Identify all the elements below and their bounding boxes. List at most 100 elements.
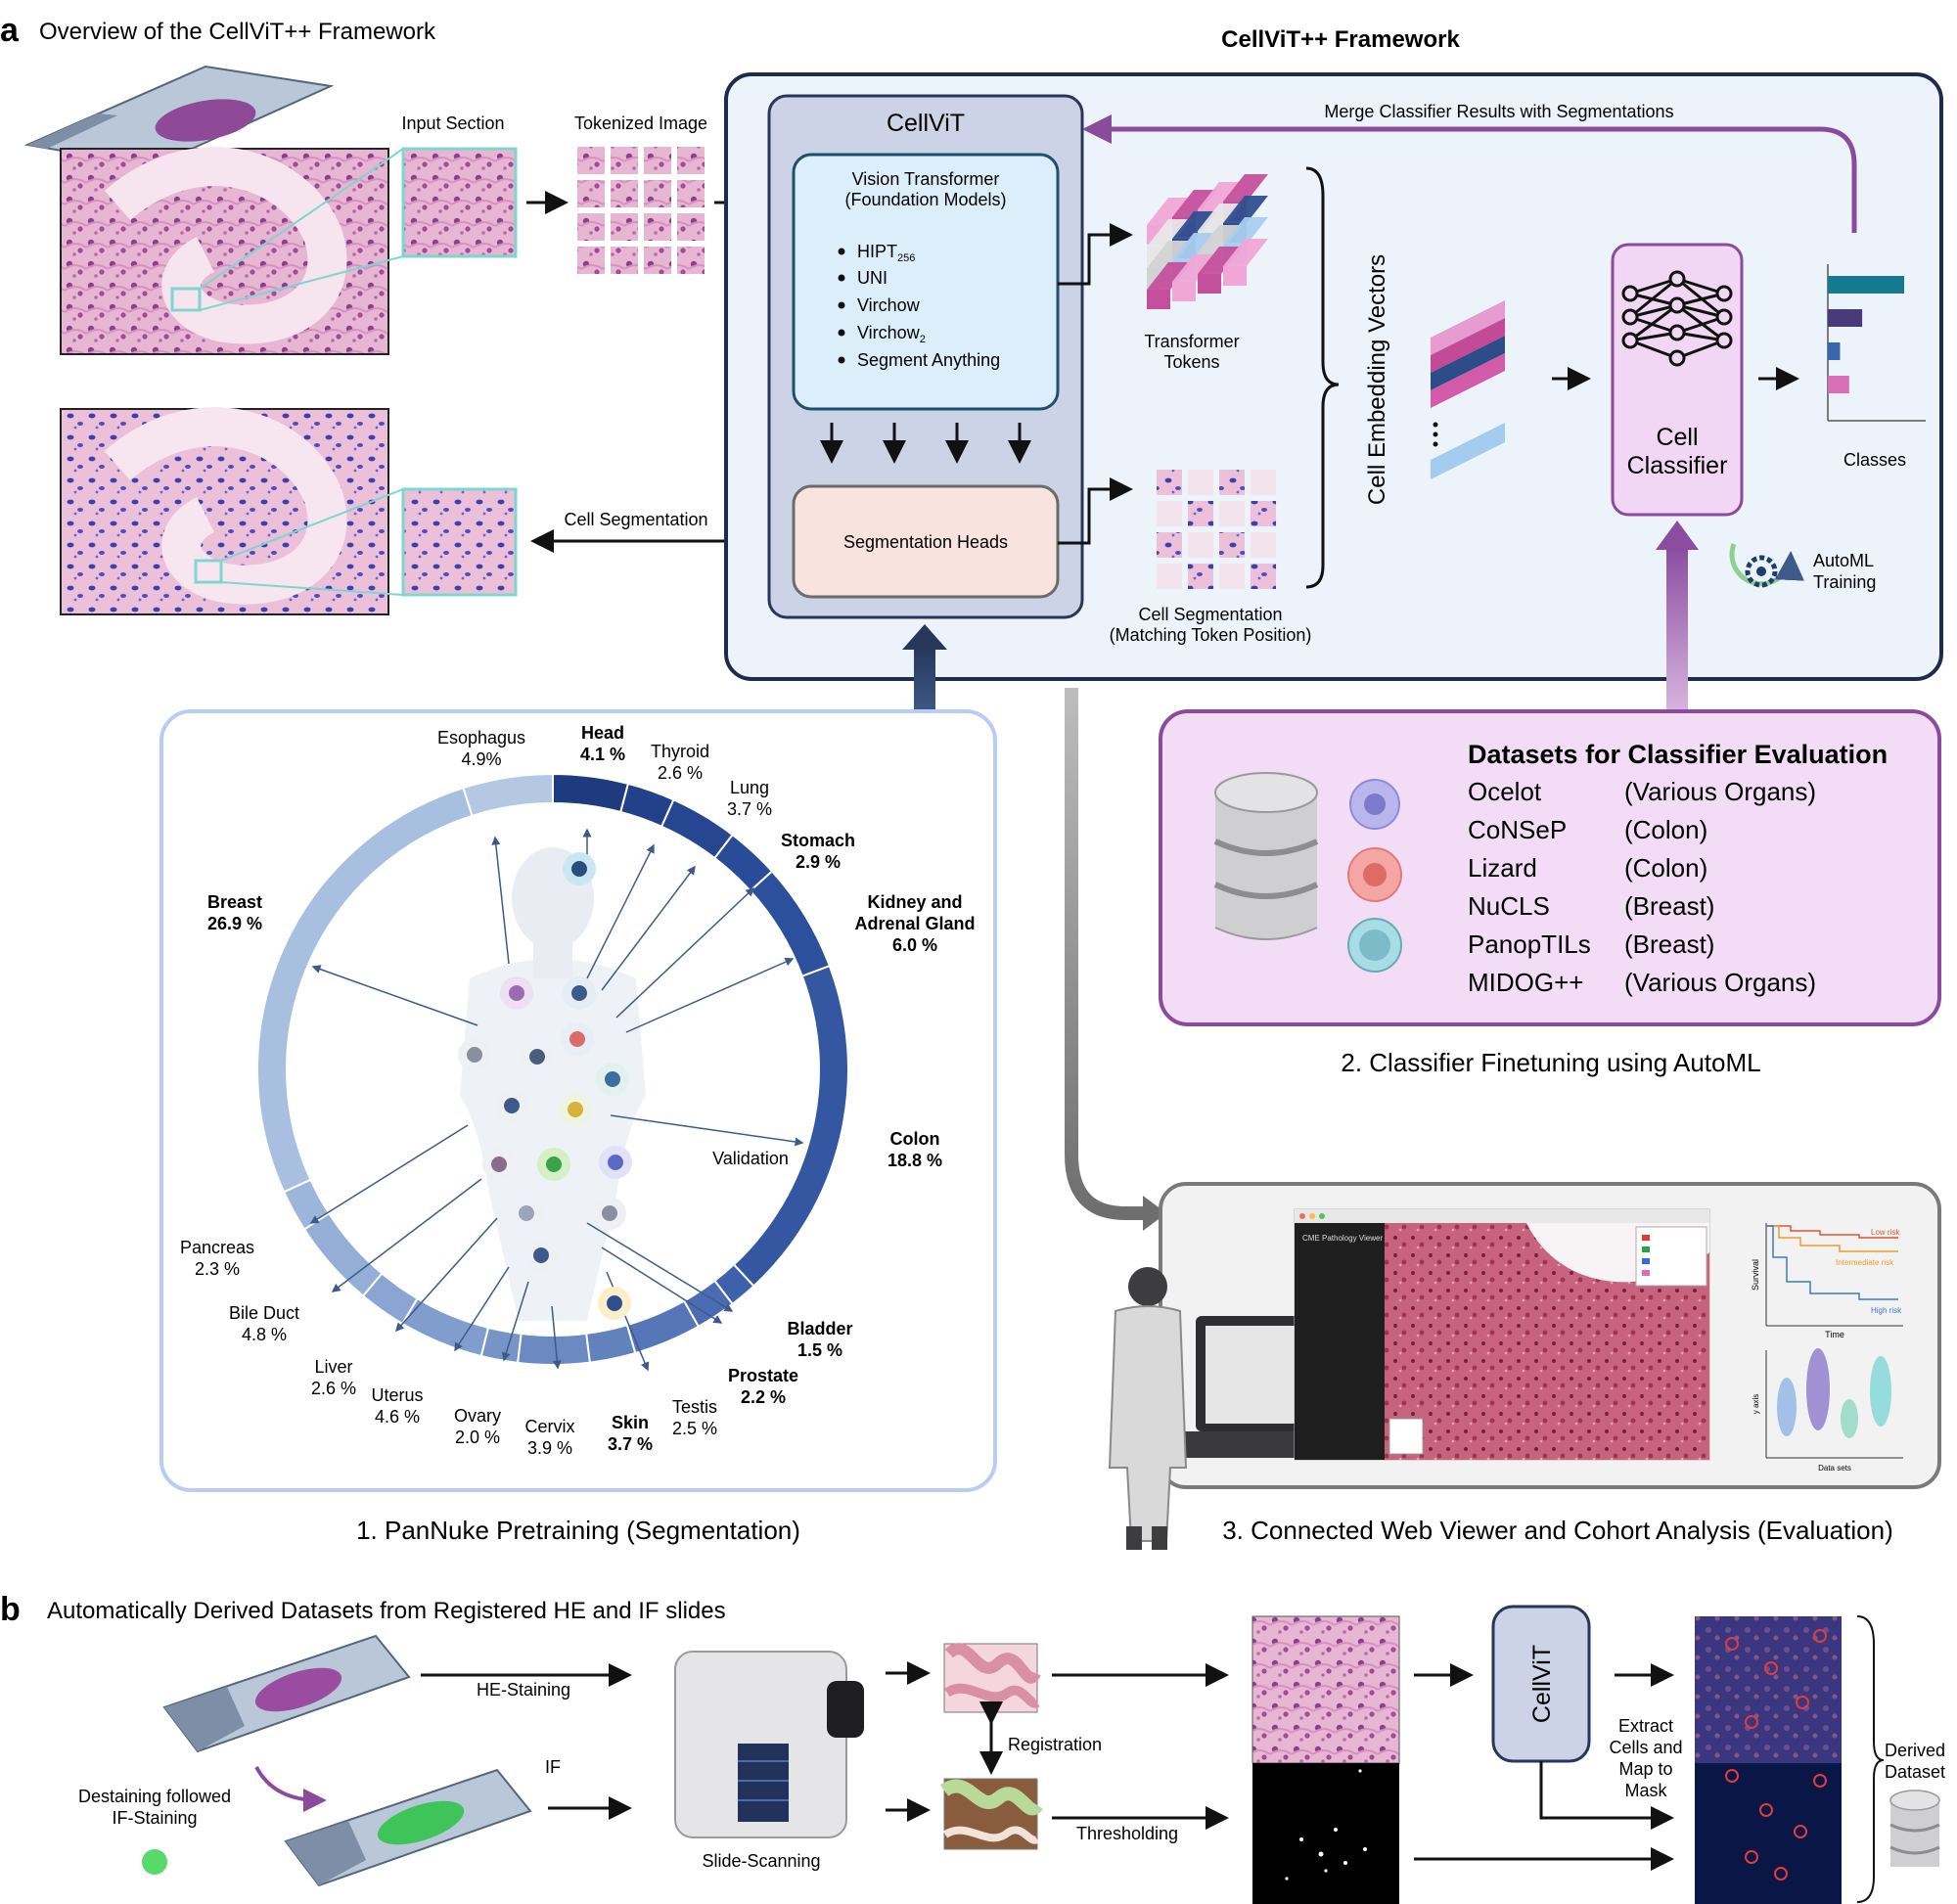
- viewer-app-title: CME Pathology Viewer: [1302, 1234, 1383, 1243]
- cell-icons: [1347, 779, 1402, 973]
- km-y-label: Survival: [1751, 1259, 1760, 1291]
- classifier-training-arrow: [1666, 548, 1688, 714]
- token-cube-face: [1147, 198, 1192, 225]
- panel-a-letter: a: [0, 12, 20, 49]
- seg-token-tile: [1251, 501, 1276, 526]
- nn-node: [1715, 285, 1733, 302]
- dataset-name: CoNSeP: [1468, 815, 1567, 844]
- pct-thyroid: 2.6 %: [658, 763, 703, 783]
- pct-breast: 26.9 %: [207, 914, 262, 933]
- if-slide-icon: [284, 1768, 532, 1887]
- cell-segmentation-token-grid: [1157, 470, 1276, 589]
- dataset-organ: (Breast): [1624, 929, 1714, 959]
- model-uni: UNI: [857, 268, 887, 288]
- organ-arrow: [491, 836, 510, 965]
- destaining-label-1: Destaining followed: [78, 1787, 231, 1806]
- seg-token-tile: [1251, 470, 1276, 495]
- organ-arrow: [331, 1178, 482, 1292]
- datasets-title: Datasets for Classifier Evaluation: [1468, 740, 1888, 769]
- organ-bladder: Bladder: [787, 1319, 852, 1338]
- pct-cervix: 3.9 %: [527, 1438, 572, 1458]
- tokens-label-2: Tokens: [1163, 352, 1219, 372]
- token-cube: [1172, 282, 1196, 301]
- nn-node: [1668, 324, 1686, 341]
- token-cube-face: [1147, 262, 1192, 290]
- dataset-organ: (Colon): [1624, 853, 1707, 883]
- organ-breast: Breast: [207, 892, 262, 912]
- class-bar: [1828, 309, 1863, 327]
- seg-token-tile: [1157, 470, 1182, 495]
- organ-pancreas: Pancreas: [180, 1238, 254, 1257]
- class-bar: [1828, 342, 1841, 360]
- tokenized-image-label: Tokenized Image: [574, 113, 707, 133]
- organ-icon: [467, 1047, 482, 1063]
- nn-node: [1621, 332, 1639, 349]
- nn-node: [1668, 296, 1686, 314]
- organ-arrow: [311, 965, 478, 1026]
- web-viewer-screenshot: CME Pathology Viewer: [1294, 1208, 1710, 1461]
- model-virchow2: Virchow2: [857, 323, 926, 345]
- derived-he-patch: [1695, 1616, 1842, 1763]
- dataset-name: MIDOG++: [1468, 968, 1583, 997]
- survival-plot: Low risk Intermediate risk High risk Tim…: [1751, 1223, 1903, 1339]
- he-staining-label: HE-Staining: [477, 1680, 570, 1700]
- pct-colon: 18.8 %: [887, 1151, 942, 1170]
- cell-seg-label-1: Cell Segmentation: [1138, 605, 1282, 624]
- nn-edge: [1629, 339, 1678, 360]
- nn-node: [1621, 285, 1639, 302]
- nn-edge: [1629, 303, 1678, 342]
- pannuke-caption: 1. PanNuke Pretraining (Segmentation): [356, 1516, 800, 1545]
- segmentation-zoom: [401, 487, 518, 597]
- organ-labels: Esophagus 4.9% Head 4.1 % Thyroid 2.6 % …: [180, 723, 976, 1458]
- organ-arrow: [601, 865, 696, 991]
- token-cube-face: [1223, 196, 1268, 223]
- cellvit-b-label: CellViT: [1528, 1645, 1556, 1723]
- pct-esophagus: 4.9%: [461, 749, 501, 769]
- panel-b-letter: b: [0, 1591, 21, 1628]
- organ-colon: Colon: [890, 1129, 940, 1149]
- classes-chart: [1827, 264, 1926, 422]
- token-tile: [644, 247, 671, 274]
- seg-token-tile: [1188, 532, 1213, 558]
- pct-prostate: 2.2 %: [741, 1387, 786, 1407]
- dataset-organ: (Colon): [1624, 815, 1707, 844]
- token-tile: [644, 213, 671, 241]
- organ-cervix: Cervix: [524, 1417, 574, 1436]
- violin-plot: Data sets y axis: [1752, 1348, 1903, 1473]
- token-tile: [644, 180, 671, 207]
- dataset-name: PanopTILs: [1468, 929, 1591, 959]
- seg-token-tile: [1188, 470, 1213, 495]
- threshold-mask: [1252, 1763, 1399, 1904]
- class-bar: [1828, 376, 1849, 393]
- derived-mask-patch: [1695, 1763, 1842, 1904]
- token-tile: [677, 180, 705, 207]
- organ-arrow: [309, 1124, 469, 1224]
- ring-segment: [516, 1332, 591, 1366]
- classifier-label-1: Cell: [1656, 424, 1698, 451]
- pct-stomach: 2.9 %: [796, 852, 841, 872]
- segmented-tissue-image: [60, 407, 389, 615]
- token-tile: [577, 147, 605, 174]
- token-tile: [577, 247, 605, 274]
- seg-token-tile: [1251, 532, 1276, 558]
- organ-icon: [533, 1247, 549, 1263]
- pct-pancreas: 2.3 %: [195, 1259, 240, 1279]
- seg-token-tile: [1188, 564, 1213, 589]
- organ-prostate: Prostate: [728, 1366, 798, 1385]
- token-cube-face: [1198, 204, 1243, 231]
- token-cube-face: [1198, 182, 1243, 209]
- pct-liver: 2.6 %: [311, 1379, 356, 1398]
- token-cube-face: [1172, 233, 1217, 260]
- down-arrows: [820, 423, 1031, 464]
- violin-y-label: y axis: [1752, 1394, 1760, 1414]
- automl-label-1: AutoML: [1813, 551, 1874, 570]
- embedding-label: Cell Embedding Vectors: [1364, 254, 1390, 505]
- organ-kidney-1: Kidney and: [867, 892, 962, 912]
- organ-esophagus: Esophagus: [437, 728, 525, 748]
- seg-token-tile: [1219, 564, 1245, 589]
- model-virchow: Virchow: [857, 295, 921, 315]
- token-cube-face: [1172, 254, 1217, 282]
- organ-icon: [546, 1156, 562, 1172]
- registration-label: Registration: [1008, 1735, 1102, 1754]
- he-slide-icon: [162, 1634, 411, 1753]
